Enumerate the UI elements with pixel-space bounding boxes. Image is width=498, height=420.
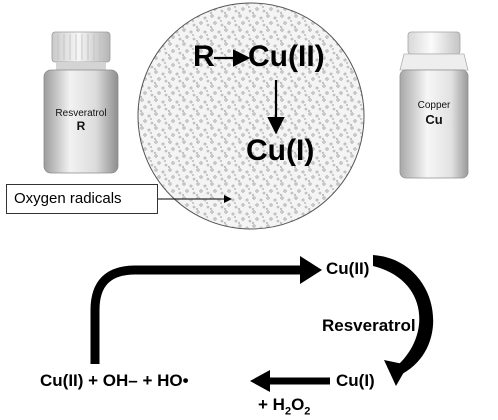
reduction-arrowhead — [384, 360, 408, 386]
reaction-circle — [137, 2, 365, 230]
speckled-circle-fill — [137, 2, 365, 230]
cycle-cu2-label: Cu(II) — [326, 259, 370, 278]
resveratrol-bottle-illustration — [43, 31, 119, 174]
regeneration-path — [90, 265, 302, 364]
copper-bottle-name: Copper — [417, 100, 451, 111]
resveratrol-bottle-symbol: R — [76, 119, 86, 133]
cycle-h2o2-label: + H2O2 — [258, 395, 311, 418]
copper-bottle-symbol: Cu — [425, 112, 443, 127]
cycle-resveratrol-label: Resveratrol — [322, 316, 416, 335]
redox-cycle-arrows — [90, 255, 434, 392]
cu2-label: Cu(II) — [248, 40, 325, 73]
cu1-label: Cu(I) — [246, 134, 315, 167]
resveratrol-bottle-name: Resveratrol — [55, 108, 107, 119]
regeneration-arrowhead — [300, 256, 322, 284]
cycle-cu1-label: Cu(I) — [336, 371, 375, 390]
fenton-arrowhead — [250, 370, 270, 392]
oxygen-radicals-callout: Oxygen radicals — [6, 184, 158, 214]
reduction-curve — [373, 255, 434, 376]
reactant-r-label: R — [193, 40, 215, 73]
copper-bottle-illustration — [399, 31, 469, 179]
cycle-products-label: Cu(II) + OH– + HO• — [40, 371, 189, 390]
